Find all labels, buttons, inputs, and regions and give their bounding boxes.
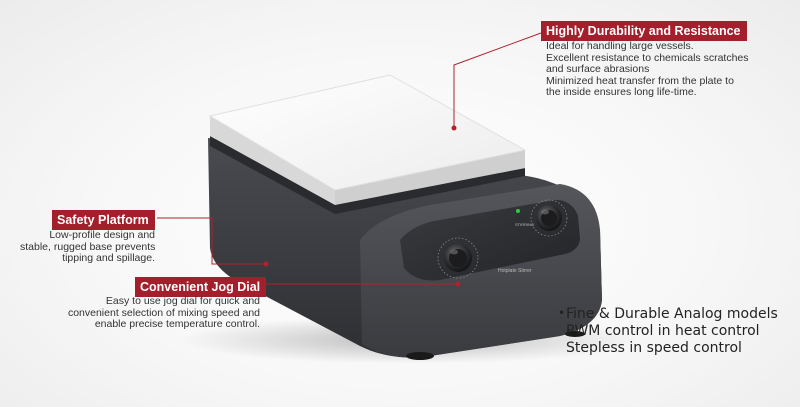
top-plate-edge xyxy=(210,116,335,205)
safety-line: Low-profile design and xyxy=(49,229,155,241)
leader-safety xyxy=(157,217,266,265)
leader-durability xyxy=(453,32,542,128)
leader-durability-dot xyxy=(451,125,457,131)
panel-mark-stirrer: Hotplate Stirrer xyxy=(498,268,532,274)
top-plate-edge-front xyxy=(335,150,525,205)
jog-dial-line: enable precise temperature control. xyxy=(94,318,260,330)
feature-line: PWM control in heat control xyxy=(566,323,760,339)
jog-dial-description: Easy to use jog dial for quick and conve… xyxy=(60,295,260,331)
durability-line: Ideal for handling large vessels. xyxy=(546,40,694,52)
leader-jog-dot xyxy=(455,281,461,287)
speed-knob-icon xyxy=(530,199,568,237)
feature-line: Stepless in speed control xyxy=(566,340,742,356)
durability-title: Highly Durability and Resistance xyxy=(541,21,747,41)
jog-dial-line: convenient selection of mixing speed and xyxy=(67,306,260,319)
safety-description: Low-profile design and stable, rugged ba… xyxy=(20,229,156,265)
jog-dial-line: Easy to use jog dial for quick and xyxy=(105,295,260,307)
foot-left xyxy=(406,352,434,360)
top-plate xyxy=(208,74,527,191)
safety-line: tipping and spillage. xyxy=(62,252,155,264)
durability-line: the inside ensures long life-time. xyxy=(546,86,697,98)
leader-safety-dot xyxy=(263,261,269,267)
durability-line: Minimized heat transfer from the plate t… xyxy=(546,74,734,87)
foot-right xyxy=(565,331,585,337)
feature-line: Fine & Durable Analog models xyxy=(566,306,778,322)
safety-line: stable, rugged base prevents xyxy=(20,240,156,253)
features-list: Fine & Durable Analog models PWM control… xyxy=(566,306,778,357)
durability-description: Ideal for handling large vessels. Excell… xyxy=(546,40,749,99)
plate-underside xyxy=(210,136,525,214)
panel-mark-heat: STIRRING xyxy=(515,222,534,227)
safety-title: Safety Platform xyxy=(52,210,155,230)
temperature-knob-icon xyxy=(437,237,479,279)
durability-line: and surface abrasions xyxy=(546,63,650,75)
durability-line: Excellent resistance to chemicals scratc… xyxy=(546,51,749,64)
features-bullet-icon: • xyxy=(558,306,566,320)
indicator-led xyxy=(516,209,520,213)
jog-dial-title: Convenient Jog Dial xyxy=(135,277,267,297)
